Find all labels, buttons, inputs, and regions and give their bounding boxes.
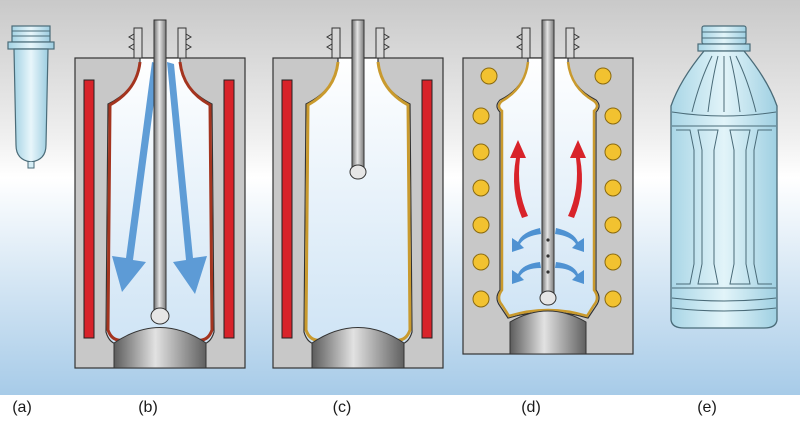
- blow-arrow-right: [167, 62, 207, 294]
- cooling-air-arrow: [512, 228, 541, 252]
- panel-label-e: (e): [697, 399, 717, 416]
- bottle-panel: [676, 129, 695, 285]
- heat-lamps-right: [594, 67, 622, 308]
- rod-vent-hole: [546, 254, 550, 258]
- bottle-panels: [672, 125, 776, 289]
- heat-lamp: [604, 179, 622, 197]
- neck-finish-right: [177, 27, 187, 59]
- mold-b: [74, 19, 246, 369]
- heater-bar-right: [421, 79, 433, 339]
- heat-lamp: [472, 253, 490, 271]
- heat-lamp: [594, 67, 612, 85]
- stretch-rod-tip: [539, 290, 557, 306]
- preform-collar: [7, 41, 55, 50]
- stretch-rod-tip: [150, 307, 170, 325]
- cooling-air-arrows: [512, 228, 584, 284]
- shoulder-rib: [671, 111, 777, 117]
- finished-bottle: [670, 25, 778, 329]
- neck-finish-right: [565, 27, 575, 59]
- heater-bar-left: [83, 79, 95, 339]
- panel-label-d: (d): [521, 399, 541, 416]
- preform-thread: [11, 25, 51, 43]
- heat-lamp: [472, 179, 490, 197]
- cooling-air-arrow: [555, 262, 584, 284]
- bottle-panel: [697, 129, 719, 285]
- bottle-panel-edge: [672, 125, 776, 289]
- heat-lamps-left: [472, 67, 498, 308]
- neck-thread: [516, 33, 580, 51]
- preform-body: [13, 48, 49, 163]
- hot-air-arrows: [510, 140, 586, 218]
- panel-label-b: (b): [138, 399, 158, 416]
- bottle-body: [670, 50, 778, 329]
- panel-label-c: (c): [332, 399, 352, 416]
- neck-finish-left: [331, 27, 341, 59]
- heat-lamp: [472, 216, 490, 234]
- heat-lamp: [604, 253, 622, 271]
- heat-lamp: [472, 107, 490, 125]
- bottle-base-rings: [671, 297, 777, 312]
- blow-arrow-left: [112, 62, 159, 292]
- bottle-panel: [753, 129, 772, 285]
- stretch-rod: [351, 19, 365, 171]
- cooling-air-arrow: [555, 228, 584, 252]
- mold-base: [509, 310, 587, 355]
- label-strip: [0, 395, 800, 430]
- heat-lamp: [604, 143, 622, 161]
- preform-a: [7, 25, 55, 169]
- shoulder-rib: [729, 55, 741, 113]
- shoulder-rib: [735, 55, 757, 113]
- mold-base: [311, 327, 405, 369]
- heater-bar-right: [223, 79, 235, 339]
- hot-air-arrow: [510, 140, 528, 218]
- preform-tip: [27, 162, 35, 169]
- neck-finish-left: [521, 27, 531, 59]
- stretch-rod-tip: [349, 164, 367, 180]
- mold-d: [462, 19, 634, 355]
- neck-thread: [326, 33, 390, 51]
- neck-finish-left: [133, 27, 143, 59]
- bottle-wall: [497, 61, 599, 318]
- heat-lamp: [604, 107, 622, 125]
- heat-lamp: [604, 290, 622, 308]
- bottle-panel: [729, 129, 751, 285]
- heater-bar-left: [281, 79, 293, 339]
- stretch-rod: [153, 19, 167, 315]
- bottle-collar: [697, 43, 751, 52]
- heat-lamp: [472, 143, 490, 161]
- shoulder-rib: [707, 55, 719, 113]
- heat-lamp: [472, 290, 490, 308]
- base-ring: [671, 307, 777, 312]
- bottle-shoulder-ribs: [671, 55, 777, 117]
- base-ring: [671, 297, 777, 302]
- cooling-air-arrow: [512, 262, 541, 284]
- heat-lamp: [604, 216, 622, 234]
- shoulder-rib: [691, 55, 713, 113]
- mold-base: [113, 327, 207, 369]
- neck-finish-right: [375, 27, 385, 59]
- mold-c: [272, 19, 444, 369]
- rod-vent-hole: [546, 270, 550, 274]
- bottle-cap-thread: [701, 25, 747, 45]
- panel-label-a: (a): [12, 399, 32, 416]
- neck-thread: [128, 33, 192, 51]
- heat-lamp: [480, 67, 498, 85]
- rod-vent-hole: [546, 238, 550, 242]
- hot-air-arrow: [568, 140, 586, 218]
